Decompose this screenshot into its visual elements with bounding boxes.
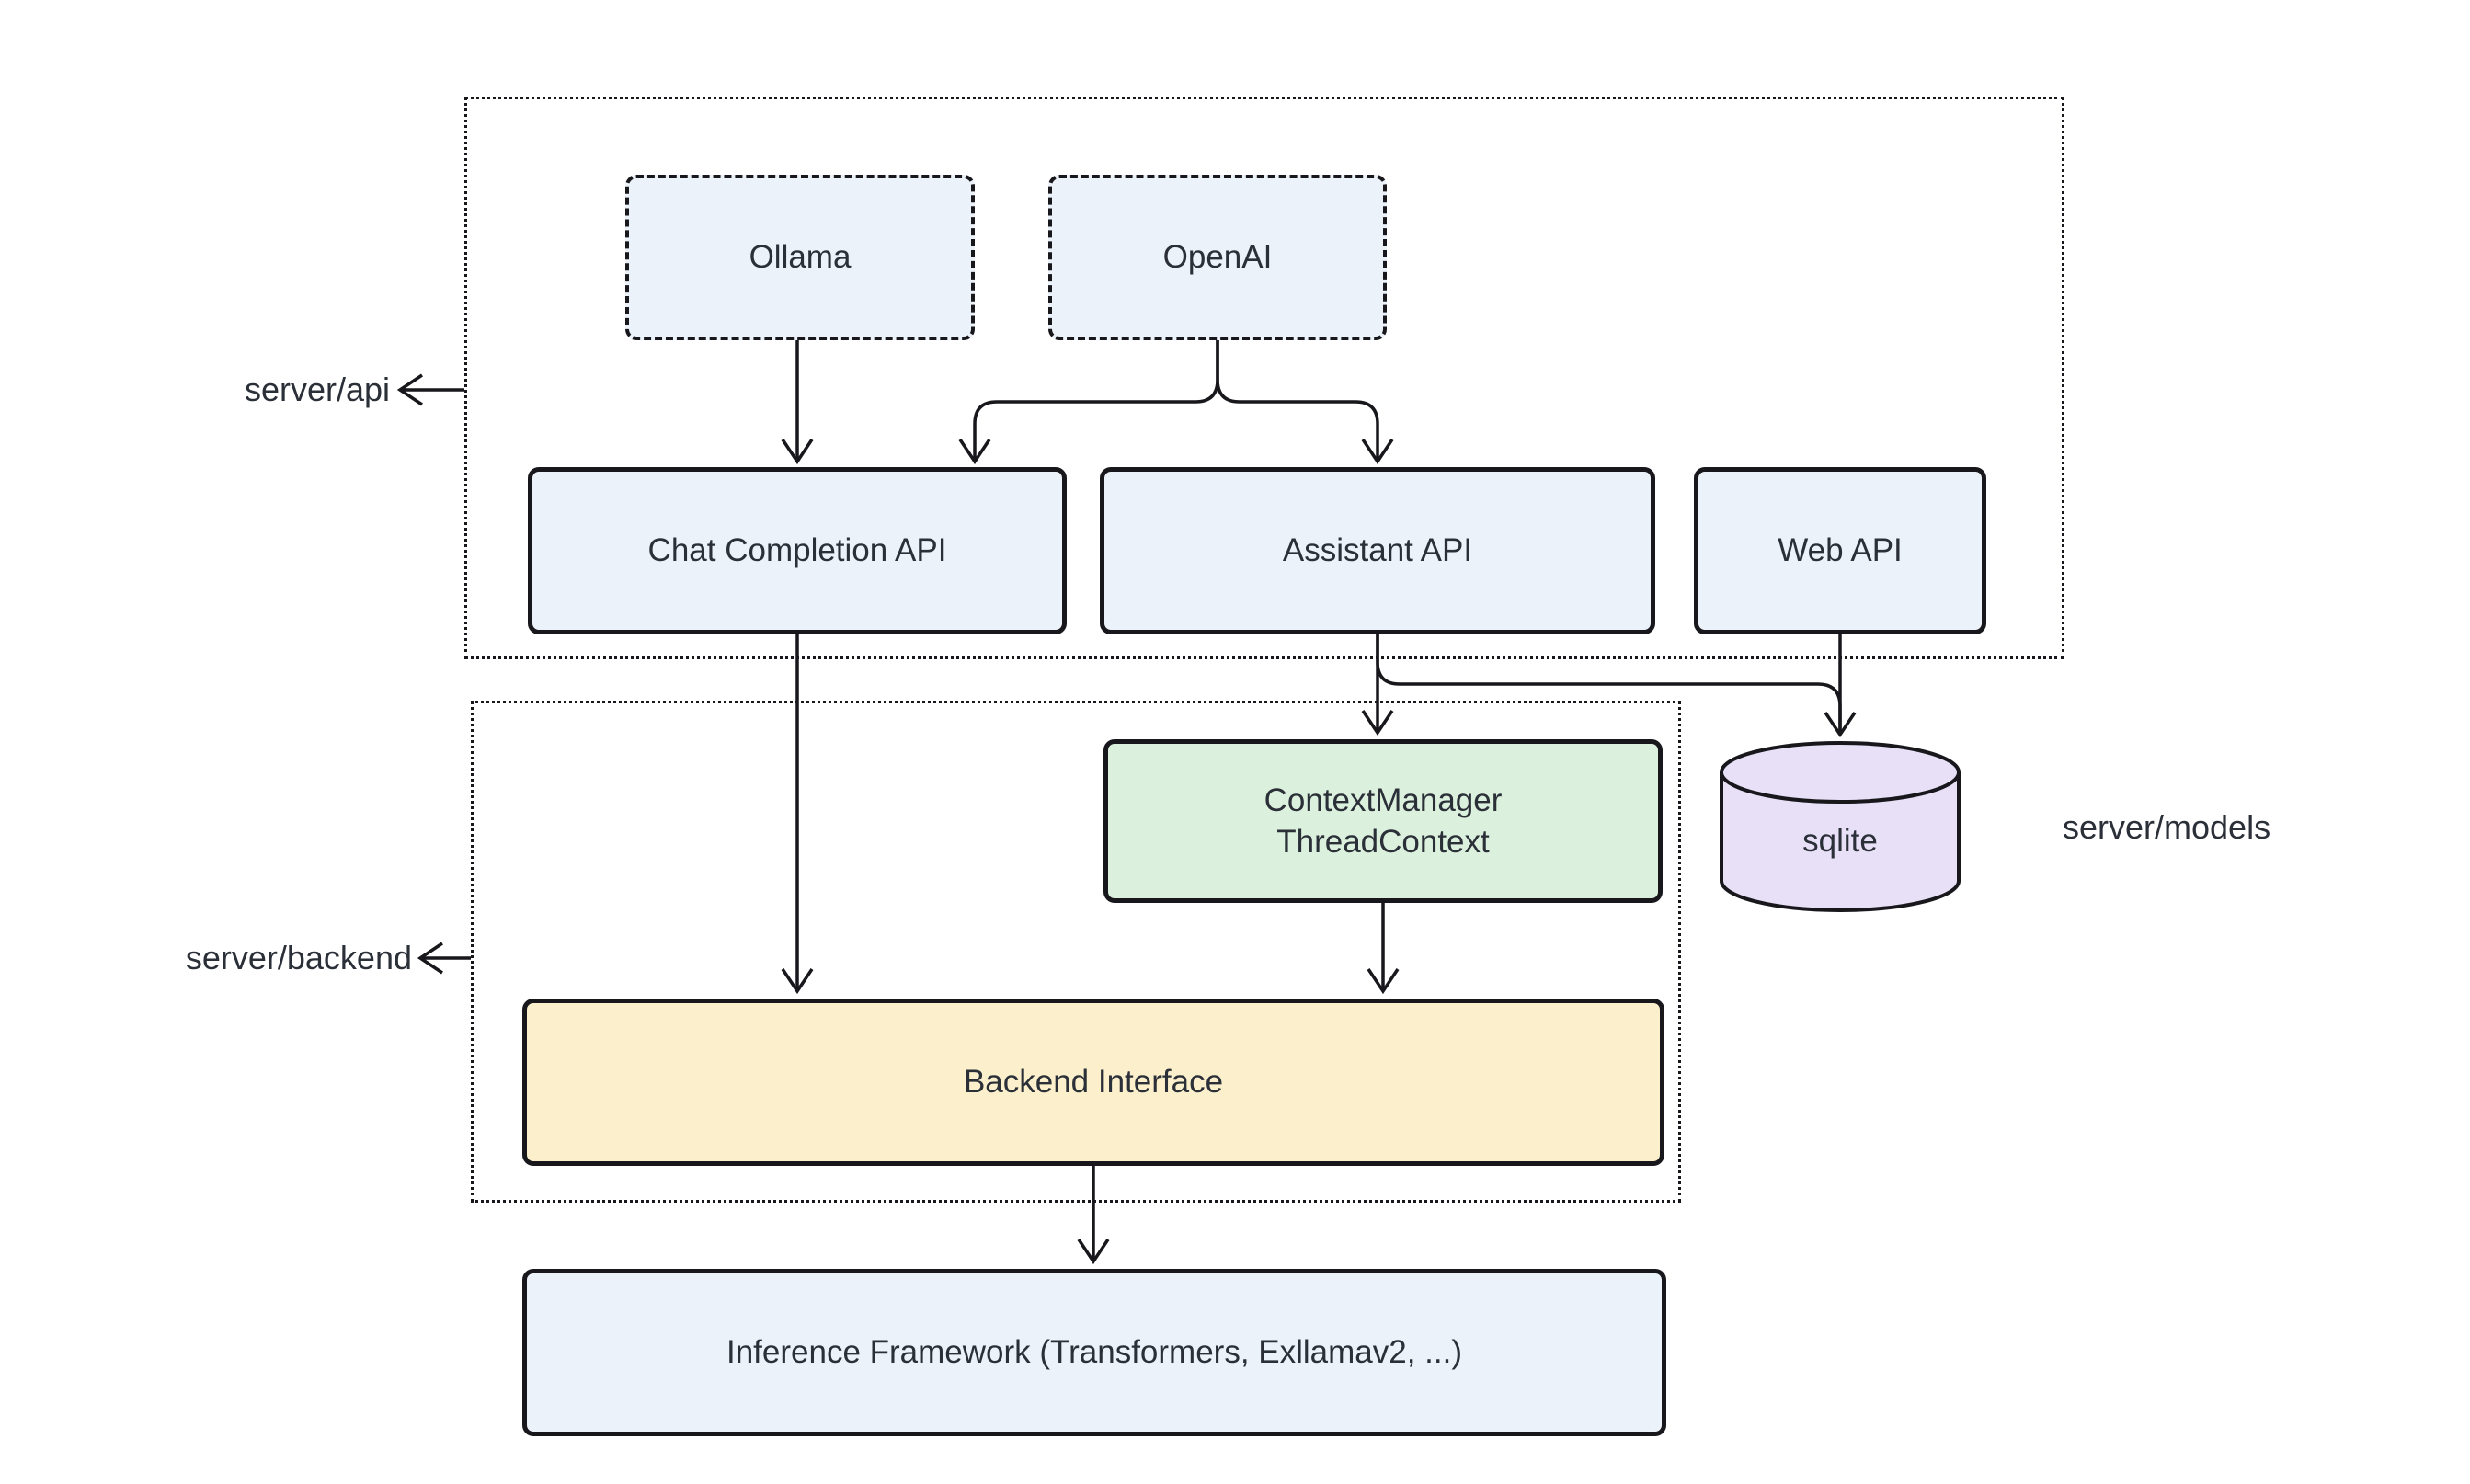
node-openai-label: OpenAI [1162, 239, 1273, 276]
node-assistant-api-label: Assistant API [1282, 532, 1473, 569]
server-backend-region [471, 701, 1681, 1203]
node-web-api: Web API [1694, 467, 1986, 634]
node-chat-completion-api: Chat Completion API [528, 467, 1067, 634]
arrow-assistant-to-sqlite [1376, 634, 1842, 735]
node-ollama: Ollama [625, 175, 975, 340]
server-api-label: server/api [244, 371, 390, 408]
node-openai: OpenAI [1048, 175, 1387, 340]
node-sqlite-label: sqlite [1802, 823, 1878, 859]
server-api-pointer-arrow [396, 373, 464, 406]
node-web-api-label: Web API [1778, 532, 1903, 569]
arrow-openai-to-chat-completion [958, 340, 1219, 465]
server-api-region [464, 97, 2064, 659]
arrow-web-api-to-sqlite [1824, 634, 1857, 738]
arrow-openai-to-assistant [1216, 340, 1394, 465]
arrow-chat-completion-to-backend [781, 634, 814, 995]
node-backend-interface: Backend Interface [522, 999, 1664, 1166]
server-backend-pointer-arrow [417, 942, 471, 975]
server-backend-label: server/backend [185, 939, 412, 976]
database-cylinder-icon [1720, 741, 1961, 912]
node-inference-framework: Inference Framework (Transformers, Exlla… [522, 1269, 1666, 1436]
arrow-ollama-to-chat-completion [781, 340, 814, 465]
node-backend-interface-label: Backend Interface [963, 1064, 1224, 1101]
arrow-context-manager-to-backend [1367, 903, 1400, 995]
node-chat-completion-api-label: Chat Completion API [647, 532, 947, 569]
node-context-manager-line1: ContextManager [1264, 782, 1503, 818]
node-context-manager: ContextManager ThreadContext [1103, 739, 1663, 903]
node-assistant-api: Assistant API [1100, 467, 1655, 634]
arrow-backend-to-inference [1077, 1166, 1110, 1265]
node-context-manager-line2: ThreadContext [1276, 824, 1490, 860]
node-inference-framework-label: Inference Framework (Transformers, Exlla… [726, 1334, 1462, 1371]
node-ollama-label: Ollama [749, 239, 852, 276]
server-models-label: server/models [2063, 808, 2271, 846]
